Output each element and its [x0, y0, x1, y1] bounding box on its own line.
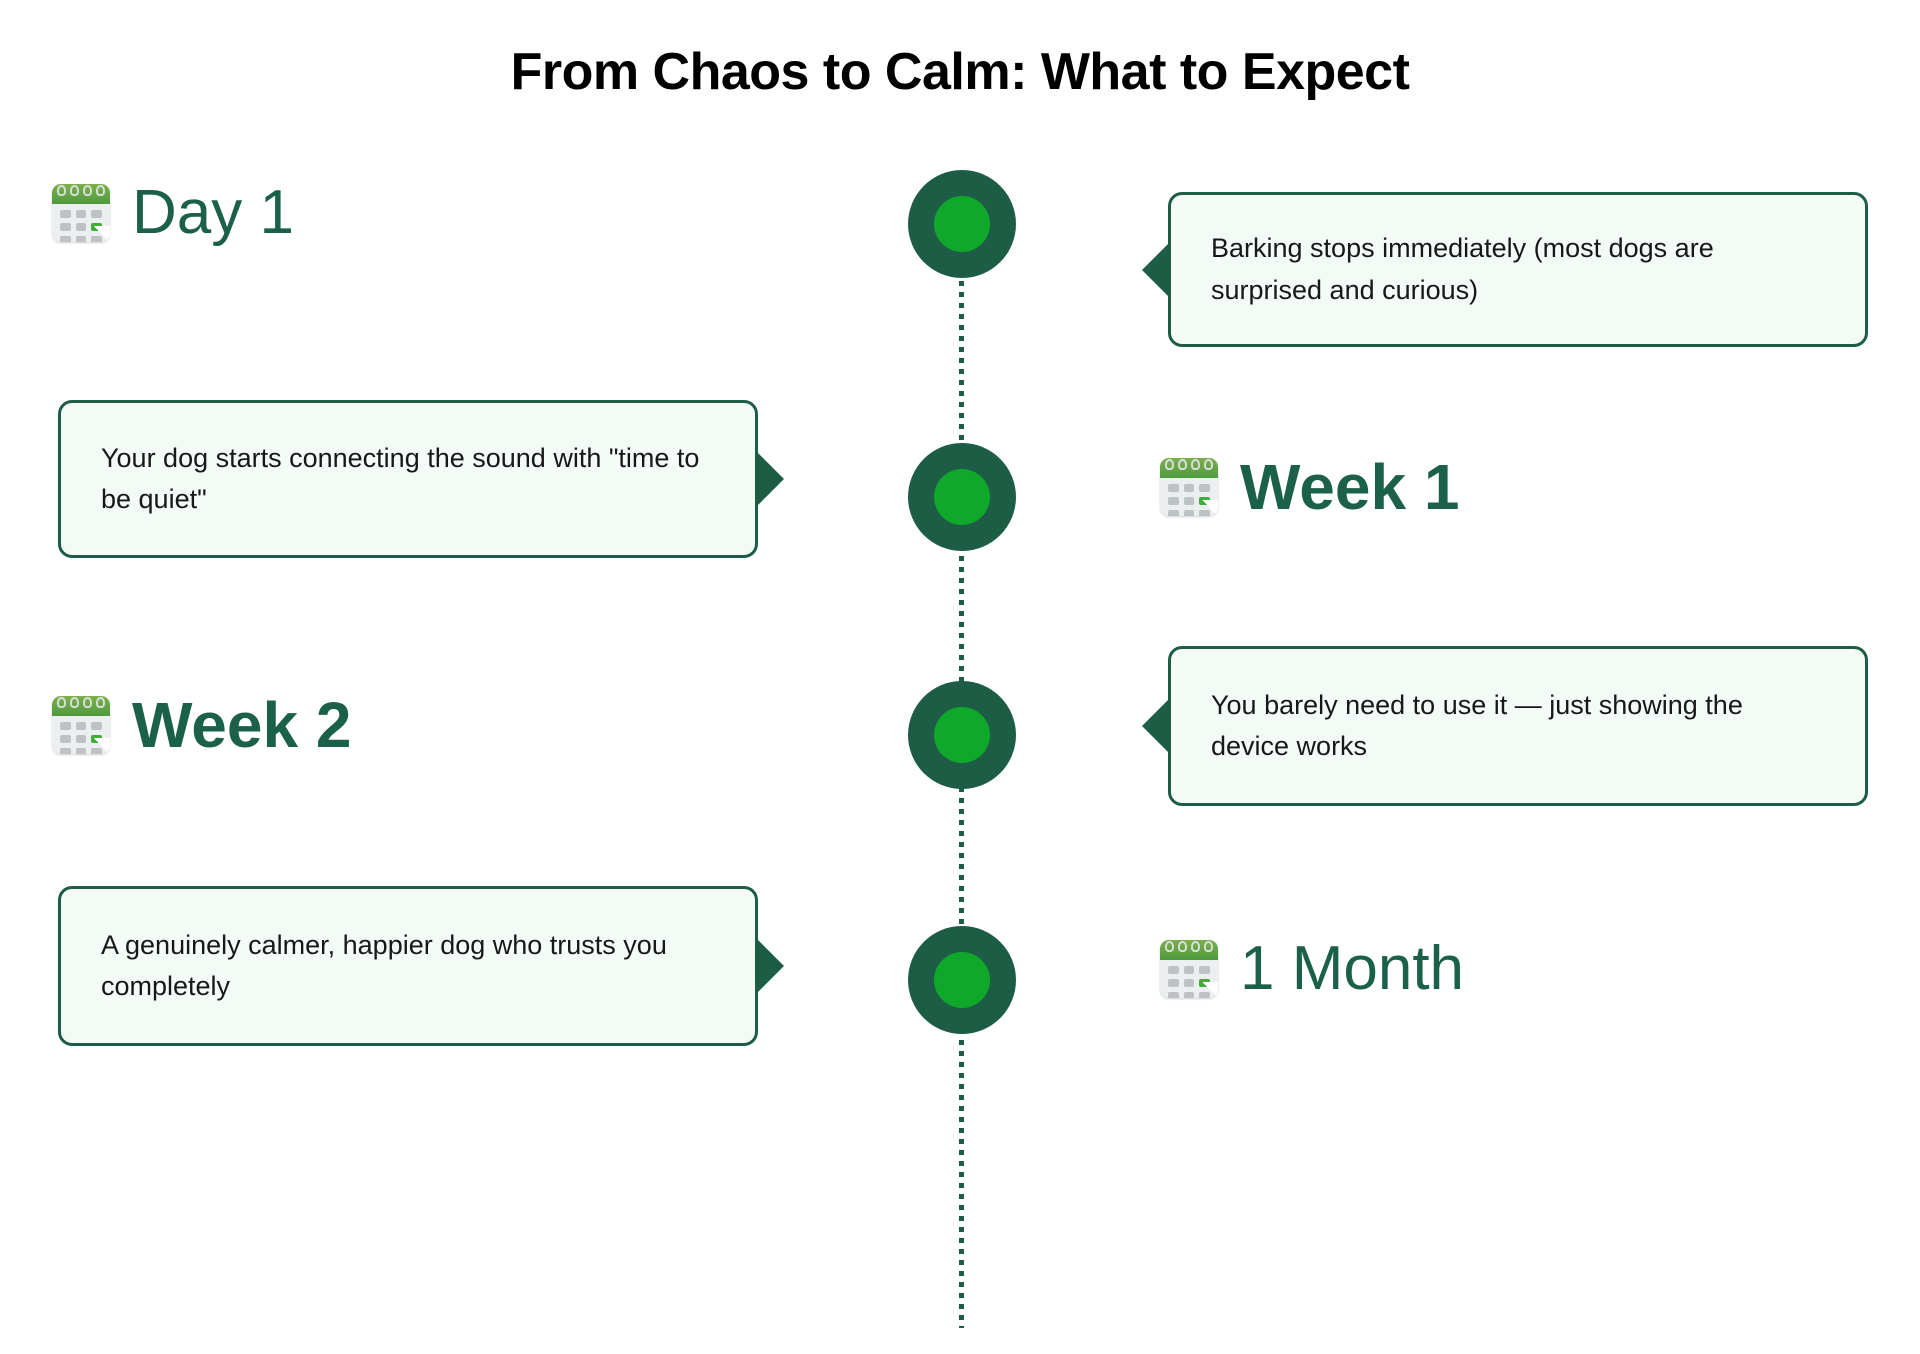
timeline-row-day-1: Day 1 Barking stops immediately (most do…: [0, 170, 1920, 370]
milestone-label-text: 1 Month: [1240, 934, 1465, 1003]
timeline-node-center: [934, 707, 990, 763]
callout-arrow-icon: [1142, 242, 1169, 297]
page-title: From Chaos to Calm: What to Expect: [510, 43, 1410, 101]
callout-week-1: Your dog starts connecting the sound wit…: [58, 400, 784, 558]
timeline-node-1-month[interactable]: [908, 926, 1016, 1034]
callout-week-2: You barely need to use it — just showing…: [1142, 646, 1868, 806]
timeline-node-week-1[interactable]: [908, 443, 1016, 551]
milestone-label-1-month: 1 Month: [1160, 938, 1464, 1000]
callout-arrow-icon: [757, 939, 784, 993]
timeline-row-week-2: Week 2 You barely need to use it — just …: [0, 646, 1920, 855]
callout-text: You barely need to use it — just showing…: [1211, 689, 1743, 761]
calendar-icon: [52, 184, 110, 242]
callout-arrow-icon: [757, 452, 784, 506]
callout-text: Your dog starts connecting the sound wit…: [101, 442, 700, 514]
callout-arrow-icon: [1142, 699, 1169, 753]
timeline-node-center: [934, 196, 990, 252]
timeline-node-center: [934, 469, 990, 525]
timeline-node-day-1[interactable]: [908, 170, 1016, 278]
callout-text: A genuinely calmer, happier dog who trus…: [101, 929, 667, 1001]
milestone-label-week-1: Week 1: [1160, 455, 1459, 519]
milestone-label-text: Week 2: [132, 689, 352, 761]
callout-1-month: A genuinely calmer, happier dog who trus…: [58, 886, 784, 1046]
timeline-node-center: [934, 952, 990, 1008]
calendar-icon: [1160, 458, 1218, 516]
milestone-label-week-2: Week 2: [52, 693, 351, 757]
timeline-row-week-1: Week 1 Your dog starts connecting the so…: [0, 400, 1920, 615]
timeline-row-1-month: 1 Month A genuinely calmer, happier dog …: [0, 886, 1920, 1098]
callout-day-1: Barking stops immediately (most dogs are…: [1142, 192, 1868, 347]
milestone-label-day-1: Day 1: [52, 182, 294, 244]
callout-text: Barking stops immediately (most dogs are…: [1211, 233, 1714, 305]
timeline-node-week-2[interactable]: [908, 681, 1016, 789]
calendar-icon: [1160, 940, 1218, 998]
milestone-label-text: Week 1: [1240, 451, 1460, 523]
calendar-icon: [52, 696, 110, 754]
milestone-label-text: Day 1: [132, 178, 294, 247]
